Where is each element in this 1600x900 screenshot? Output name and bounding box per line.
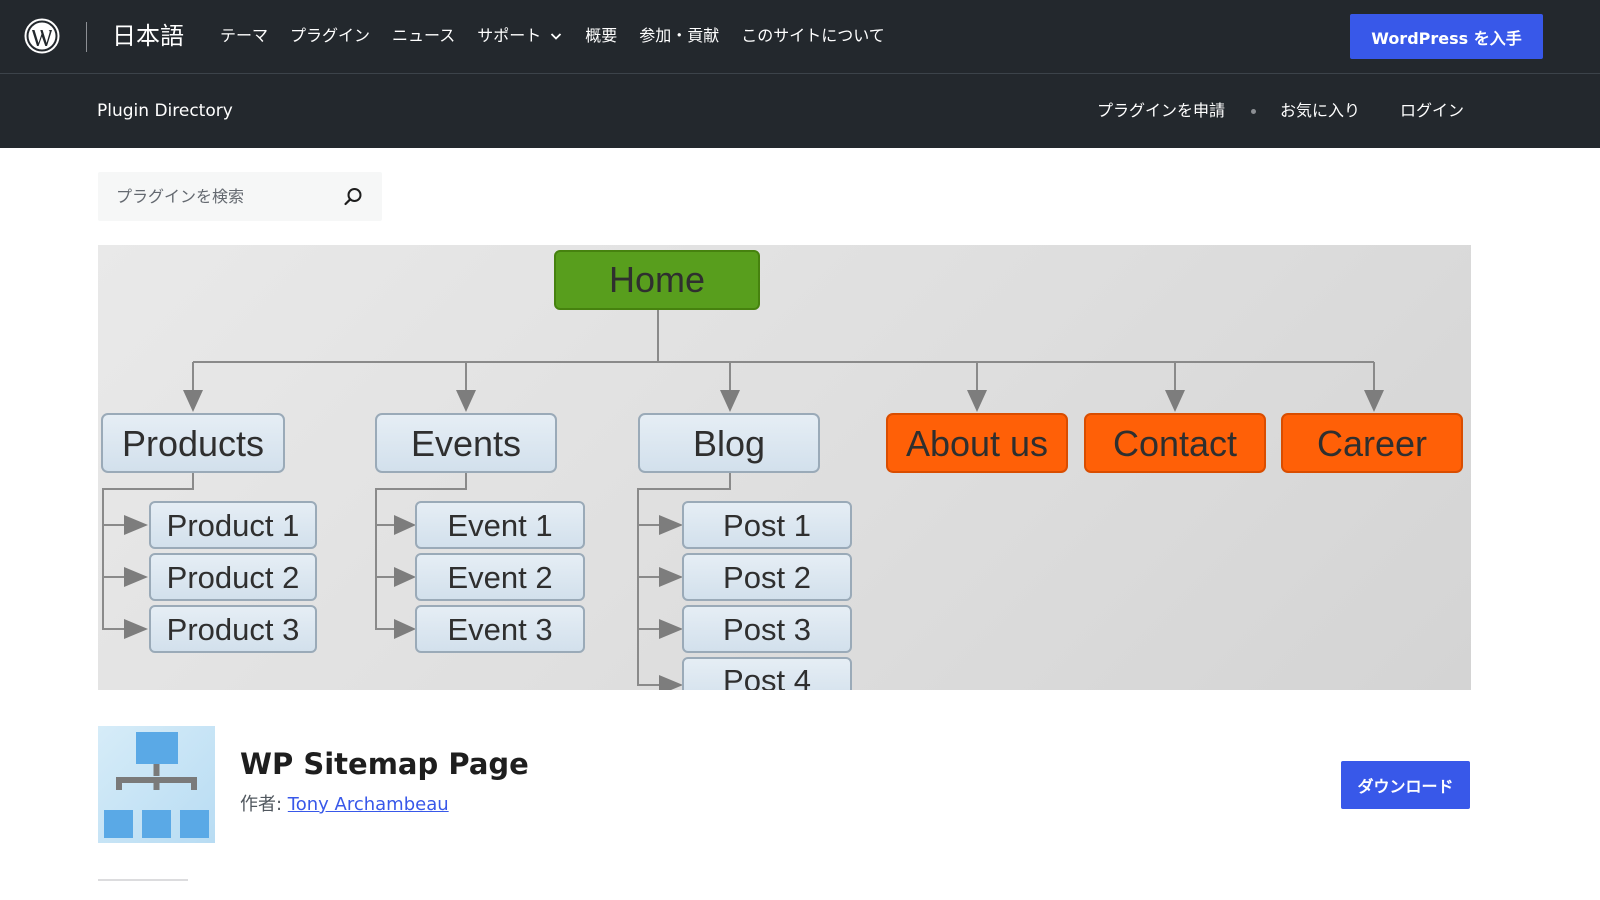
sitemap-node-event-1: Event 1: [415, 501, 585, 549]
events-node-label: Events: [411, 423, 521, 464]
products-node-label: Products: [122, 423, 264, 464]
search-icon[interactable]: [340, 184, 366, 210]
product-1-label: Product 1: [167, 508, 300, 543]
favorites-link[interactable]: お気に入り: [1280, 101, 1361, 120]
sitemap-icon: [104, 732, 209, 838]
sitemap-node-blog: Blog: [638, 413, 820, 473]
career-node-label: Career: [1317, 423, 1427, 464]
post-2-label: Post 2: [723, 560, 811, 595]
sitemap-node-post-3: Post 3: [682, 605, 852, 653]
event-1-label: Event 1: [447, 508, 552, 543]
sitemap-node-events: Events: [375, 413, 557, 473]
plugin-directory-title[interactable]: Plugin Directory: [97, 101, 233, 121]
sitemap-node-products: Products: [101, 413, 285, 473]
about-us-node-label: About us: [906, 423, 1048, 464]
plugin-banner: Home Products Events Blog About us Conta…: [98, 245, 1471, 690]
event-3-label: Event 3: [447, 612, 552, 647]
sitemap-node-product-3: Product 3: [149, 605, 317, 653]
nav-item-about[interactable]: 概要: [585, 26, 618, 45]
sitemap-node-event-2: Event 2: [415, 553, 585, 601]
sitemap-node-post-2: Post 2: [682, 553, 852, 601]
chevron-down-icon: [551, 33, 562, 40]
local-nav: プラグインを申請 お気に入り ログイン: [1097, 99, 1464, 123]
separator-dot: [1251, 108, 1257, 114]
nav-item-plugins[interactable]: プラグイン: [290, 26, 371, 45]
global-nav: テーマ プラグイン ニュース サポート 概要 参加・貢献 このサイトについて: [220, 24, 885, 48]
nav-item-this-site[interactable]: このサイトについて: [741, 26, 885, 45]
plugin-icon: [98, 726, 215, 843]
locale-title[interactable]: 日本語: [112, 22, 184, 50]
event-2-label: Event 2: [447, 560, 552, 595]
header-divider: [86, 22, 87, 52]
tab-underline: [98, 879, 188, 881]
home-node-label: Home: [609, 259, 705, 300]
sitemap-node-event-3: Event 3: [415, 605, 585, 653]
sitemap-node-career: Career: [1281, 413, 1463, 473]
post-3-label: Post 3: [723, 612, 811, 647]
sitemap-node-product-1: Product 1: [149, 501, 317, 549]
nav-item-contribute[interactable]: 参加・貢献: [639, 26, 720, 45]
get-wordpress-button[interactable]: WordPress を入手: [1350, 14, 1543, 59]
sitemap-diagram: Home Products Events Blog About us Conta…: [101, 250, 1463, 690]
nav-item-themes[interactable]: テーマ: [220, 26, 269, 45]
nav-item-support[interactable]: サポート: [477, 24, 563, 48]
post-1-label: Post 1: [723, 508, 811, 543]
sitemap-node-home: Home: [554, 250, 760, 310]
product-2-label: Product 2: [167, 560, 300, 595]
nav-item-support-label: サポート: [477, 26, 542, 45]
author-link[interactable]: Tony Archambeau: [287, 794, 449, 815]
search-input[interactable]: [98, 172, 338, 221]
sitemap-node-post-1: Post 1: [682, 501, 852, 549]
login-link[interactable]: ログイン: [1400, 101, 1465, 120]
blog-node-label: Blog: [693, 423, 765, 464]
global-header: 日本語 テーマ プラグイン ニュース サポート 概要 参加・貢献 このサイトにつ…: [0, 0, 1600, 74]
nav-item-news[interactable]: ニュース: [392, 26, 456, 45]
sitemap-node-contact: Contact: [1084, 413, 1266, 473]
post-4-label: Post 4: [723, 663, 811, 690]
plugin-search: [98, 172, 382, 221]
sitemap-node-about-us: About us: [886, 413, 1068, 473]
contact-node-label: Contact: [1113, 423, 1237, 464]
product-3-label: Product 3: [167, 612, 300, 647]
submit-plugin-link[interactable]: プラグインを申請: [1097, 101, 1226, 120]
plugin-author: 作者: Tony Archambeau: [240, 792, 449, 818]
author-label: 作者:: [240, 794, 288, 815]
sitemap-node-post-4: Post 4: [682, 657, 852, 690]
sitemap-node-product-2: Product 2: [149, 553, 317, 601]
plugin-title: WP Sitemap Page: [240, 747, 529, 781]
wordpress-logo-icon[interactable]: [24, 18, 60, 54]
download-button[interactable]: ダウンロード: [1341, 761, 1470, 809]
plugin-directory-header: Plugin Directory プラグインを申請 お気に入り ログイン: [0, 74, 1600, 148]
